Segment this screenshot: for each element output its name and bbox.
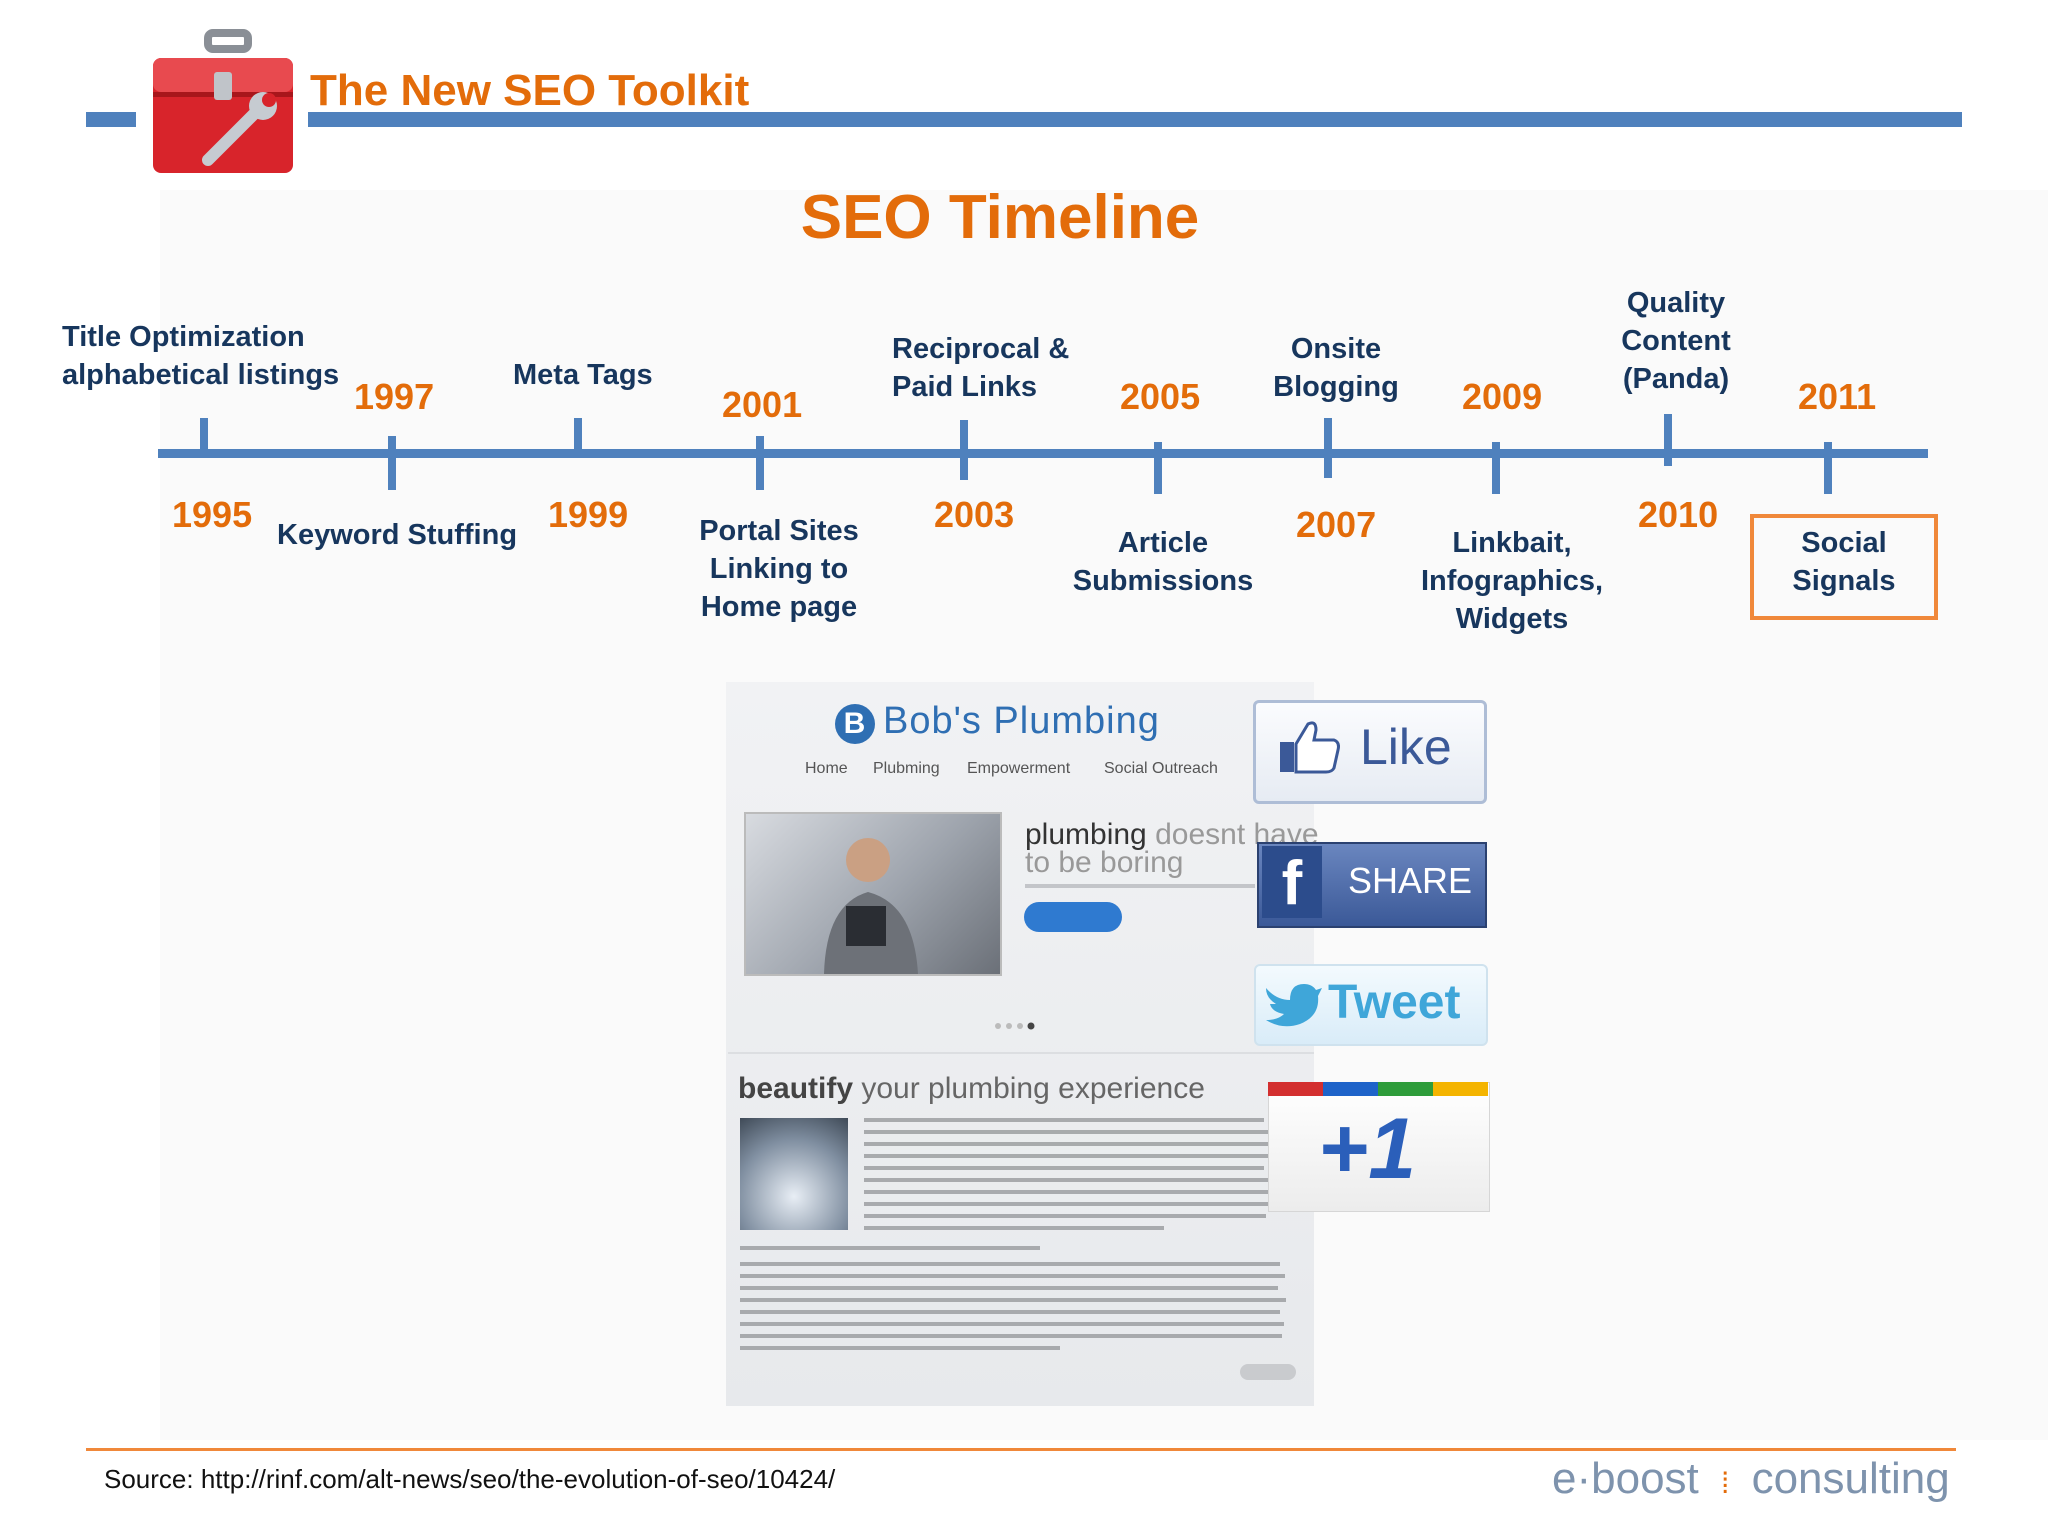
event-line: Linkbait, bbox=[1452, 527, 1572, 559]
tick-2001 bbox=[756, 436, 764, 490]
tick-1999 bbox=[574, 418, 582, 458]
brand-name: Bob's Plumbing bbox=[883, 700, 1160, 742]
tick-2007 bbox=[1324, 418, 1332, 478]
event-title-optimization: Title Optimization alphabetical listings bbox=[62, 318, 339, 394]
event-line: Signals bbox=[1792, 565, 1896, 597]
brand-logo-icon: B bbox=[835, 704, 875, 744]
logo-consulting: consulting bbox=[1751, 1454, 1950, 1503]
site-nav-social-outreach: Social Outreach bbox=[1104, 760, 1218, 777]
event-social-signals: Social Signals bbox=[1754, 524, 1934, 600]
social-signals-highlight-box bbox=[1750, 514, 1938, 620]
event-article-submissions: Article Submissions bbox=[1070, 524, 1256, 600]
timeline-axis bbox=[158, 449, 1928, 458]
year-2003: 2003 bbox=[934, 494, 1015, 535]
site-nav-plumbing: Plubming bbox=[873, 760, 940, 777]
event-line: Quality bbox=[1626, 287, 1726, 319]
event-reciprocal-links: Reciprocal & Paid Links bbox=[892, 330, 1069, 406]
tick-2003 bbox=[960, 420, 968, 480]
event-portal-sites: Portal Sites Linking to Home page bbox=[686, 512, 872, 626]
event-line: Social bbox=[1801, 527, 1887, 559]
event-line: Blogging bbox=[1273, 371, 1399, 403]
event-line: Home page bbox=[700, 591, 858, 623]
year-1997: 1997 bbox=[354, 376, 435, 417]
event-line: Content bbox=[1621, 325, 1731, 357]
tick-2011 bbox=[1824, 442, 1832, 494]
plumber-photo bbox=[744, 812, 1002, 976]
hero-headline-bold: plumbing bbox=[1025, 818, 1147, 851]
year-2001: 2001 bbox=[722, 384, 803, 425]
event-onsite-blogging: Onsite Blogging bbox=[1266, 330, 1406, 406]
event-line: (Panda) bbox=[1622, 363, 1730, 395]
event-line: alphabetical listings bbox=[62, 359, 340, 391]
year-1995: 1995 bbox=[172, 494, 253, 535]
event-line: Submissions bbox=[1072, 565, 1254, 597]
year-2005: 2005 bbox=[1120, 376, 1201, 417]
tick-1997 bbox=[388, 436, 396, 490]
event-line: Reciprocal & bbox=[892, 333, 1070, 365]
event-line: Infographics, bbox=[1420, 565, 1604, 597]
website-screenshot bbox=[726, 682, 1314, 1406]
year-2009: 2009 bbox=[1462, 376, 1543, 417]
header-title: The New SEO Toolkit bbox=[310, 66, 750, 115]
google-color-strip bbox=[1268, 1082, 1488, 1096]
facebook-icon: f bbox=[1262, 846, 1322, 918]
logo-separator-icon: ⁞ bbox=[1721, 1467, 1730, 1500]
event-meta-tags: Meta Tags bbox=[513, 359, 653, 391]
google-plus-one-icon bbox=[1268, 1082, 1490, 1212]
event-line: Portal Sites bbox=[699, 515, 859, 547]
section-heading-rest: your plumbing experience bbox=[853, 1072, 1205, 1105]
year-2007: 2007 bbox=[1296, 504, 1377, 545]
thumbs-up-icon bbox=[1278, 718, 1340, 779]
section-divider bbox=[728, 1052, 1314, 1054]
share-label: SHARE bbox=[1348, 860, 1473, 901]
source-citation: Source: http://rinf.com/alt-news/seo/the… bbox=[104, 1464, 836, 1494]
event-line: Widgets bbox=[1455, 603, 1569, 635]
tick-2010 bbox=[1664, 414, 1672, 466]
hero-subline: to be boring bbox=[1025, 846, 1184, 879]
join-today-button bbox=[1024, 902, 1122, 932]
event-line: Onsite bbox=[1290, 333, 1382, 365]
event-line: Article bbox=[1117, 527, 1209, 559]
year-2010: 2010 bbox=[1638, 494, 1719, 535]
footer-rule bbox=[86, 1448, 1956, 1451]
event-line: Title Optimization bbox=[62, 321, 305, 353]
event-quality-content: Quality Content (Panda) bbox=[1606, 284, 1746, 398]
eboost-logo: e·boost ⁞ consulting bbox=[1552, 1454, 1950, 1504]
tick-2009 bbox=[1492, 442, 1500, 494]
read-more-button bbox=[1240, 1364, 1296, 1380]
event-line: Paid Links bbox=[892, 371, 1038, 403]
twitter-bird-icon bbox=[1262, 978, 1322, 1033]
tick-2005 bbox=[1154, 442, 1162, 494]
site-nav-empowerment: Empowerment bbox=[967, 760, 1071, 777]
body-text-block-2 bbox=[740, 1246, 1290, 1356]
like-label: Like bbox=[1360, 719, 1452, 775]
event-keyword-stuffing: Keyword Stuffing bbox=[277, 519, 518, 551]
event-line: Linking to bbox=[709, 553, 849, 585]
tweet-label: Tweet bbox=[1328, 976, 1461, 1029]
tick-1995 bbox=[200, 418, 208, 458]
site-nav-home: Home bbox=[805, 760, 848, 777]
toolbox-icon bbox=[148, 28, 298, 183]
header-bar-right bbox=[308, 112, 1962, 127]
tunnel-photo bbox=[740, 1118, 848, 1230]
plus-one-label: +1 bbox=[1318, 1101, 1417, 1197]
section-heading: beautify your plumbing experience bbox=[738, 1072, 1205, 1106]
slider-dots bbox=[993, 1018, 1037, 1036]
slide-title: SEO Timeline bbox=[800, 183, 1200, 252]
body-text-block-1 bbox=[864, 1116, 1284, 1246]
hero-tagline-text bbox=[1025, 884, 1255, 888]
year-2011: 2011 bbox=[1798, 376, 1877, 417]
event-linkbait: Linkbait, Infographics, Widgets bbox=[1412, 524, 1612, 638]
section-heading-bold: beautify bbox=[738, 1072, 854, 1105]
year-1999: 1999 bbox=[548, 494, 629, 535]
header-bar-left bbox=[86, 112, 136, 127]
logo-eboost: e·boost bbox=[1552, 1454, 1699, 1503]
